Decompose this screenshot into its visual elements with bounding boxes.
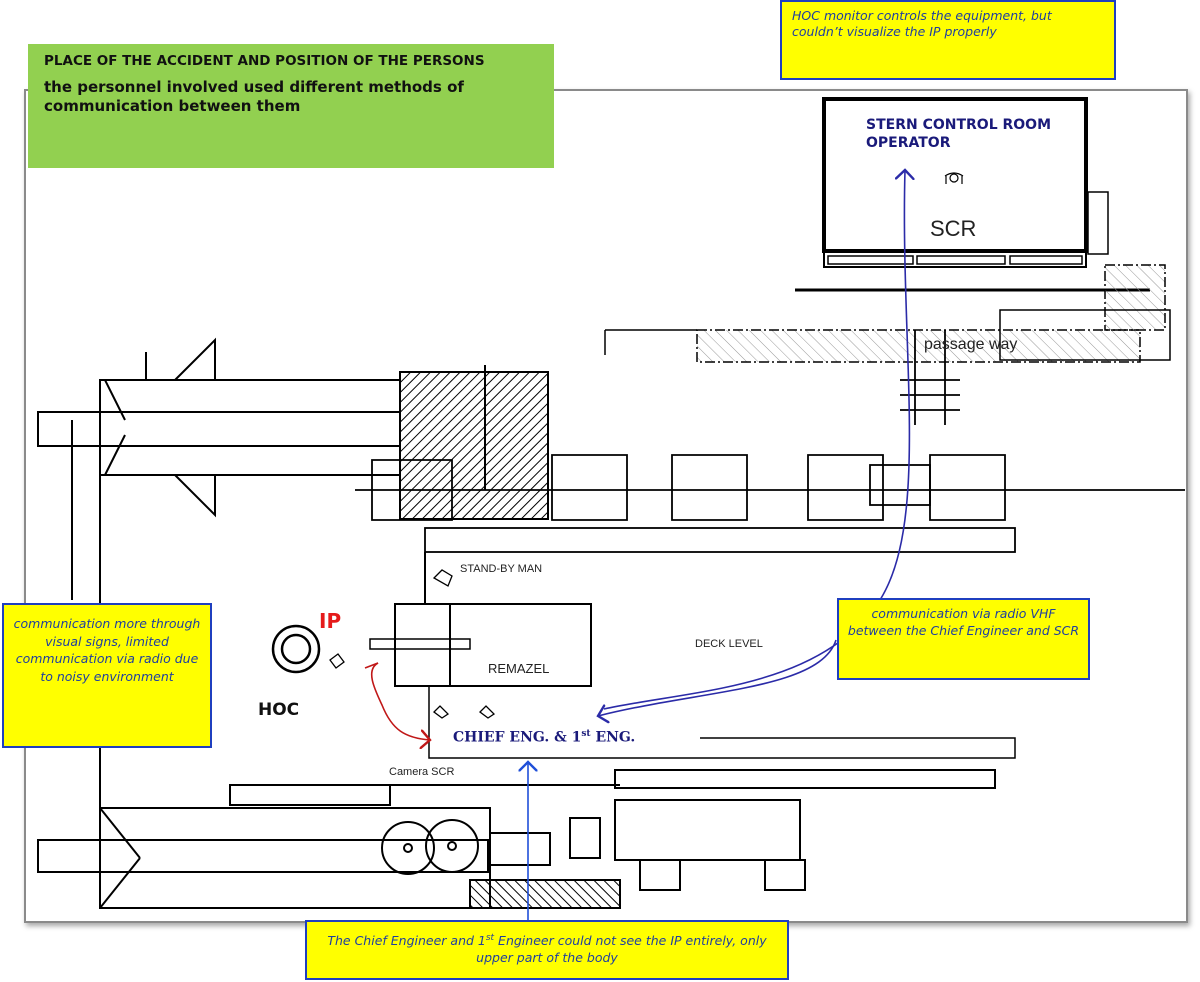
lower-machinery	[37, 769, 996, 909]
callout-bottom-sup: st	[485, 933, 495, 943]
stand-by-man-label: STAND-BY MAN	[460, 563, 543, 575]
callout-vhf-radio: communication via radio VHF between the …	[837, 598, 1090, 680]
chief-label-text-2: ENG.	[590, 729, 636, 746]
page-subtitle: the personnel involved used different me…	[44, 78, 464, 115]
passage-way	[604, 264, 1171, 363]
upper-left-structure	[37, 337, 549, 900]
arrow-red-start-mark	[364, 662, 379, 669]
camera-scr-label: Camera SCR	[389, 766, 455, 778]
title-box: PLACE OF THE ACCIDENT AND POSITION OF TH…	[28, 44, 554, 168]
page-title: PLACE OF THE ACCIDENT AND POSITION OF TH…	[44, 53, 485, 69]
remazel-label: REMAZEL	[488, 661, 550, 676]
arrow-vhf-callout	[598, 639, 837, 716]
scr-operator-label: STERN CONTROL ROOM OPERATOR	[866, 117, 1052, 151]
scr-room	[795, 97, 1150, 292]
callout-bottom-text-1: The Chief Engineer and 1	[327, 933, 486, 949]
chief-label-sup: st	[581, 729, 591, 739]
passage-way-label: passage way	[924, 336, 1018, 353]
ip-label: IP	[319, 609, 342, 633]
callout-visual-signs: communication more through visual signs,…	[2, 603, 212, 748]
hoc-label: HOC	[258, 700, 300, 720]
chief-label-text-1: CHIEF ENG. & 1	[453, 729, 582, 746]
scr-label: SCR	[930, 216, 977, 241]
chief-engineer-label: CHIEF ENG. & 1st ENG.	[449, 729, 640, 746]
deck-machinery-row	[355, 330, 1185, 553]
callout-chief-visibility: The Chief Engineer and 1st Engineer coul…	[305, 920, 789, 980]
scr-operator-person-icon	[944, 172, 964, 184]
callout-hoc-monitor: HOC monitor controls the equipment, but …	[780, 0, 1116, 80]
callout-bottom-text-2: Engineer could not see the IP entirely, …	[476, 933, 767, 966]
arrow-hoc-to-chief	[370, 662, 430, 740]
person-icons	[329, 569, 496, 719]
deck-level-label: DECK LEVEL	[695, 638, 763, 650]
hoc-winch-icon	[271, 624, 321, 674]
arrow-chief-to-scr	[603, 170, 909, 710]
